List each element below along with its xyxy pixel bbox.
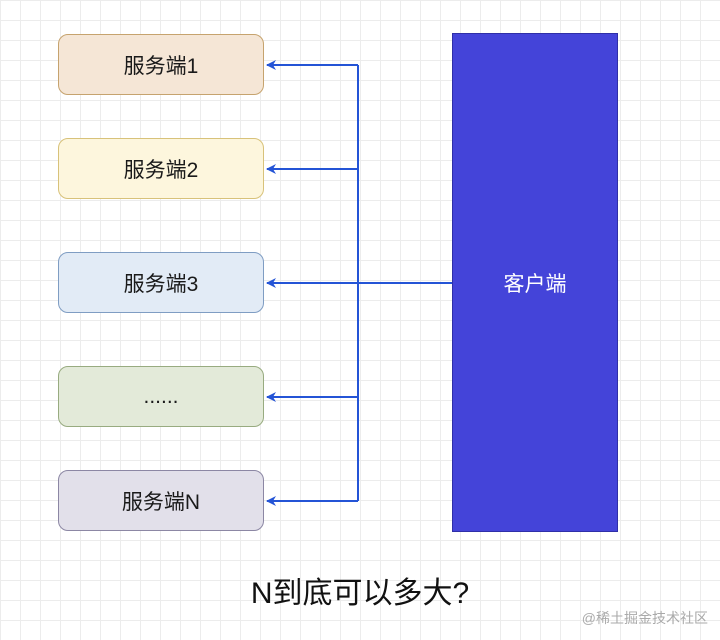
watermark: @稀土掘金技术社区 — [581, 610, 708, 626]
server-box-ellipsis: ...... — [58, 366, 264, 427]
server-box-1: 服务端1 — [58, 34, 264, 95]
diagram-caption: N到底可以多大? — [250, 577, 470, 610]
server-box-2: 服务端2 — [58, 138, 264, 199]
client-label: 客户端 — [503, 272, 567, 296]
server-label: 服务端N — [121, 490, 201, 514]
server-box-n: 服务端N — [58, 470, 264, 531]
server-label: 服务端2 — [123, 158, 199, 182]
server-label: 服务端1 — [123, 54, 199, 78]
server-box-3: 服务端3 — [58, 252, 264, 313]
client-box: 客户端 — [452, 33, 618, 532]
server-label: 服务端3 — [123, 272, 199, 296]
server-label: ...... — [143, 384, 179, 408]
